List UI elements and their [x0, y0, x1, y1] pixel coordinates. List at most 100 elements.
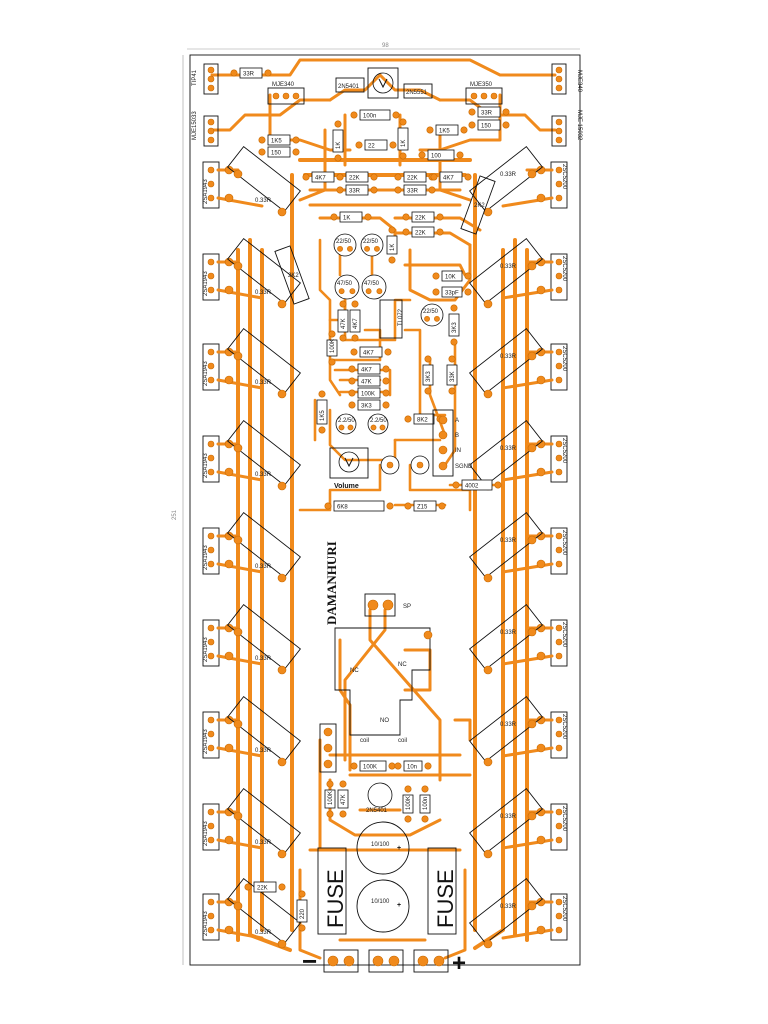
- resistor-v-mid: 1K: [386, 226, 398, 264]
- capacitor-33pf-label: 33pF: [445, 291, 459, 297]
- resistor-1k5-right: 1K5: [426, 124, 468, 136]
- board-title: DAMANHURI: [324, 541, 339, 625]
- emitter-resistor-right-label: 0.33R: [500, 814, 517, 820]
- board-outline: [189, 54, 581, 966]
- capacitor-22-50-a-label: 22/50: [336, 239, 352, 245]
- resistor-v-top-left: 1K: [332, 120, 344, 162]
- resistor-100k-label: 100K: [361, 392, 375, 398]
- dimension-top: 98: [382, 43, 389, 49]
- relay-no: NO: [380, 718, 389, 724]
- resistor-33k-label: 33K: [450, 371, 456, 382]
- output-transistor-left-label: 2SA1943: [203, 271, 209, 296]
- resistor-1k: 1K: [330, 211, 372, 223]
- emitter-resistor-right: 0.33R: [468, 787, 544, 859]
- emitter-resistor-left-label: 0.33R: [255, 380, 272, 386]
- resistor-22k-c-label: 22K: [415, 216, 426, 222]
- resistor-3k3-v: 3K3: [448, 304, 460, 346]
- resistor-4k7-v: 4K7: [349, 300, 361, 342]
- protection-connector: [319, 723, 337, 773]
- emitter-resistor-right: 0.33R: [468, 327, 544, 399]
- output-transistor-left-label: 2SA1943: [203, 361, 209, 386]
- transistor-t1: 2N5401: [335, 77, 365, 93]
- emitter-resistor-left-label: 0.33R: [255, 198, 272, 204]
- t1-label: 2N5401: [338, 84, 360, 90]
- emitter-resistor-left-label: 0.33R: [255, 840, 272, 846]
- capacitor-10n-label: 10n: [407, 765, 417, 771]
- zener-z15: Z15: [404, 500, 446, 512]
- resistor-47k-v: 47K: [337, 300, 349, 342]
- bias-resistor-right-label: 2K2: [474, 203, 485, 209]
- capacitor-22-50-b: 22/50: [360, 233, 384, 257]
- output-transistor-right-label: 2SC5200: [561, 714, 567, 740]
- emitter-resistor-right: 0.33R: [468, 237, 544, 309]
- resistor-100k-prot-label: 100K: [363, 765, 377, 771]
- emitter-resistor-left: 0.33R: [226, 877, 302, 949]
- resistor-top-right-b-label: 150: [481, 124, 492, 130]
- output-transistor-right-label: 2SC5200: [561, 530, 567, 556]
- resistor-150: 150: [258, 146, 300, 158]
- capacitor-33pf: 33pF: [432, 286, 472, 298]
- label-mje15032: MJE 15032: [576, 110, 582, 141]
- output-transistor-right: 2SC5200: [501, 803, 568, 851]
- capacitor-47-50-b-label: 47/50: [364, 281, 380, 287]
- output-transistor-left: 2SA1943: [202, 435, 264, 483]
- resistor-22-label: 22: [368, 144, 375, 150]
- emitter-resistor-right: 0.33R: [468, 877, 544, 949]
- resistor-6k8-label: 6K8: [337, 505, 348, 511]
- plus-sign: +: [452, 950, 466, 977]
- resistor-4k7-d-label: 4K7: [361, 368, 372, 374]
- resistor-top-right-b: 150: [468, 119, 510, 131]
- output-transistor-left-label: 2SA1943: [203, 729, 209, 754]
- fuse-left-label: FUSE: [323, 869, 348, 928]
- volume-label: Volume: [334, 483, 359, 490]
- resistor-22k-d: 22K: [402, 226, 444, 238]
- emitter-resistor-right-label: 0.33R: [500, 630, 517, 636]
- fuse-right: FUSE: [427, 847, 458, 935]
- resistor-1k5-v-label: 1K5: [320, 410, 326, 421]
- emitter-resistor-left: 0.33R: [226, 603, 302, 675]
- speaker-label: SP: [403, 604, 411, 610]
- resistor-47k-v-prot: 47K: [337, 780, 349, 818]
- cap-bot-label: 10/100: [371, 899, 390, 905]
- resistor-22k-bottom-label: 22K: [257, 886, 268, 892]
- edge-connector-tl: [203, 63, 219, 147]
- resistor-1k5-label: 1K5: [271, 139, 282, 145]
- resistor-top-left: 33R: [230, 67, 272, 79]
- capacitor-22-50-a: 22/50: [333, 233, 357, 257]
- resistor-4k7-d: 4K7: [348, 363, 390, 375]
- resistor-1k5-v: 1K5: [316, 390, 328, 434]
- resistor-10k: 10K: [432, 270, 472, 282]
- cap-top-label: 10/100: [371, 842, 390, 848]
- resistor-47k-v-prot-label: 47K: [341, 794, 347, 805]
- output-transistor-left-label: 2SA1943: [203, 637, 209, 662]
- terminal-in: IN: [455, 448, 461, 454]
- emitter-resistor-left: 0.33R: [226, 327, 302, 399]
- output-transistor-left: 2SA1943: [202, 619, 264, 667]
- output-transistor-right: 2SC5200: [501, 527, 568, 575]
- emitter-resistor-left: 0.33R: [226, 695, 302, 767]
- resistor-100-label: 100: [431, 154, 442, 160]
- emitter-resistor-left: 0.33R: [226, 419, 302, 491]
- output-transistor-right: 2SC5200: [501, 893, 568, 941]
- output-transistor-right: 2SC5200: [501, 253, 568, 301]
- resistor-4k7-b-label: 4K7: [443, 176, 454, 182]
- capacitor-47-50-a-label: 47/50: [337, 281, 353, 287]
- output-transistor-right-label: 2SC5200: [561, 896, 567, 922]
- zener-z15-label: Z15: [417, 505, 428, 511]
- emitter-resistor-right-label: 0.33R: [500, 354, 517, 360]
- output-transistor-left: 2SA1943: [202, 803, 264, 851]
- capacitor-100n-label: 100n: [363, 114, 376, 120]
- resistor-3k3-label: 3K3: [361, 404, 372, 410]
- resistor-mid-a-label: 33R: [349, 189, 361, 195]
- output-transistor-right: 2SC5200: [501, 343, 568, 391]
- emitter-resistor-right: 0.33R: [468, 511, 544, 583]
- output-transistor-right-label: 2SC5200: [561, 164, 567, 190]
- resistor-22k-d-label: 22K: [415, 231, 426, 237]
- resistor-47k-v-label: 47K: [341, 318, 347, 329]
- bias-resistor-left: 2K2: [274, 245, 310, 305]
- output-transistor-right-label: 2SC5200: [561, 438, 567, 464]
- output-transistor-left-label: 2SA1943: [203, 545, 209, 570]
